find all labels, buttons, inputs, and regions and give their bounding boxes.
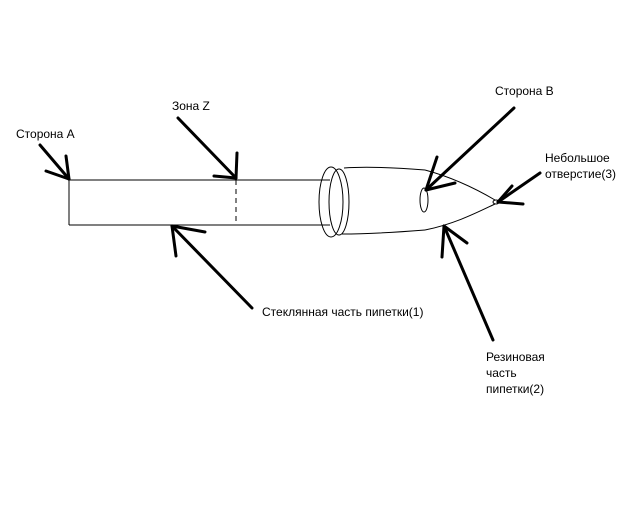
rubber-part-label-line3: пипетки(2) (486, 382, 545, 396)
rubber-part-label-line2: часть (486, 366, 517, 380)
small-hole-label-line2: отверстие(3) (545, 167, 617, 181)
rubber-bulb (318, 166, 500, 238)
zone-z-label: Зона Z (172, 99, 210, 113)
rubber-part-arrow (440, 224, 495, 342)
glass-tube (68, 179, 330, 226)
rubber-part-label-line1: Резиновая (486, 350, 545, 364)
side-a-label: Сторона А (16, 127, 75, 141)
zone-z-arrow (176, 116, 239, 180)
side-b-label: Сторона В (495, 84, 554, 98)
side-b-arrow (424, 106, 516, 192)
small-hole-arrow (496, 171, 542, 206)
glass-part-arrow (170, 224, 254, 310)
side-a-arrow (38, 143, 71, 181)
small-hole-label-line1: Небольшое (545, 151, 610, 165)
glass-part-label: Стеклянная часть пипетки(1) (262, 305, 424, 319)
